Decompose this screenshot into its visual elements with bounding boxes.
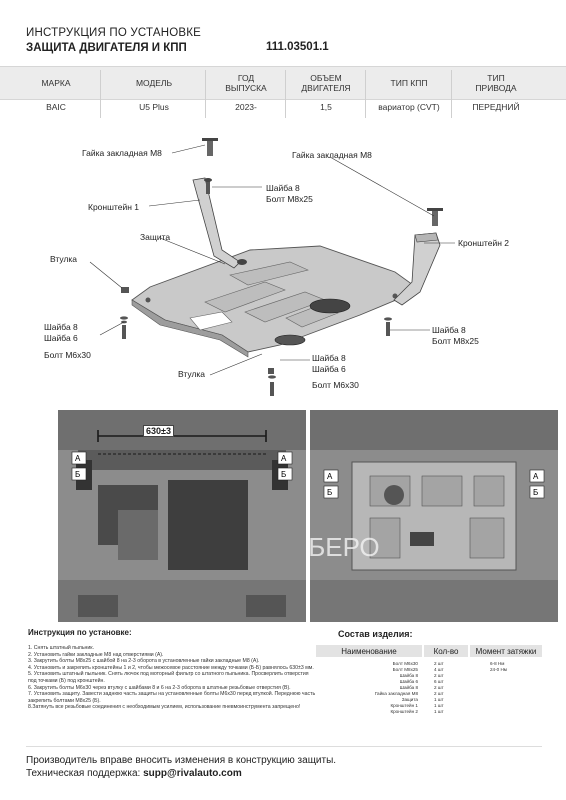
composition-name: Гайка закладная М8 [374,691,418,696]
dimension-label: 630±3 [143,425,174,437]
support-label: Техническая поддержка: [26,768,144,779]
label-washer8-left: Шайба 8 [44,322,78,332]
table-divider [285,70,286,118]
table-divider [205,70,206,118]
composition-qty: 1 шт [434,709,444,714]
instruction-step: 6. Закрутить болты М6х30 через втулку с … [28,684,291,691]
label-bushing-left: Втулка [50,254,77,264]
spec-value-gearbox: вариатор (CVT) [378,102,440,112]
composition-name: Болт М8х25 [392,667,418,672]
instruction-step: 2. Установить гайки закладные М8 над отв… [28,651,164,658]
bracket-2 [393,232,441,306]
composition-header-name: Наименование [316,645,422,657]
label-washer6-left: Шайба 6 [44,333,78,343]
instruction-step: 8.Затянуть все резьбовые соединения с не… [28,704,301,711]
photo-illustration-right: А Б А Б ОБЕРО [310,410,558,622]
label-bracket-2: Кронштейн 2 [458,238,509,248]
instruction-step: 1. Снять штатный пыльник. [28,645,95,651]
label-bolt-m8x25-top: Болт М8х25 [266,194,313,204]
guard-plate [131,245,421,358]
watermark-text: ОБЕРО [310,532,380,562]
label-bracket-1: Кронштейн 1 [88,202,139,212]
spec-value-model: U5 Plus [139,102,169,112]
support-email-link[interactable]: supp@rivalauto.com [143,768,242,779]
composition-torque: 24-0 Нм [490,667,507,672]
composition-qty: 1 шт [434,697,444,702]
composition-name: Болт М6х30 [392,661,418,666]
label-nut-right: Гайка закладная М8 [292,150,372,160]
fastener-parts [120,138,443,396]
label-bolt-m6x30-left: Болт М6х30 [44,350,91,360]
photo-underbody-before: А Б А Б [58,410,306,622]
label-bolt-m6x30-bottom: Болт М6х30 [312,380,359,390]
footer-divider [26,746,542,747]
instructions-list: 1. Снять штатный пыльник. 2. Установить … [28,645,318,711]
spec-head-gearbox: ТИП КПП [390,78,428,88]
spec-value-year: 2023- [235,102,257,112]
marker-a-right-top: А [281,454,287,463]
composition-torque: 6-8 Нм [490,661,505,666]
spec-value-drive: ПЕРЕДНИЙ [472,102,520,112]
footer-disclaimer: Производитель вправе вносить изменения в… [26,755,337,766]
composition-header-qty: Кол-во [424,645,468,657]
photo-underbody-after: А Б А Б ОБЕРО [310,410,558,622]
composition-qty: 2 шт [434,685,444,690]
label-washer8-bottom: Шайба 8 [312,353,346,363]
title-instruction: ИНСТРУКЦИЯ ПО УСТАНОВКЕ [26,27,202,39]
photo-illustration-left: А Б А Б [58,410,306,622]
composition-qty: 4 шт [434,667,444,672]
composition-name: Шайба 6 [399,679,418,684]
composition-title: Состав изделия: [338,629,413,639]
marker-b-right-right: Б [533,488,538,497]
composition-qty: 2 шт [434,673,444,678]
document-header: ИНСТРУКЦИЯ ПО УСТАНОВКЕ ЗАЩИТА ДВИГАТЕЛЯ… [26,26,201,56]
composition-name: Защита [401,697,418,702]
label-nut-left: Гайка закладная М8 [82,148,162,158]
label-washer6-bottom: Шайба 6 [312,364,346,374]
marker-b-left-top: Б [75,470,80,479]
label-washer8-right: Шайба 8 [432,325,466,335]
composition-qty: 6 шт [434,679,444,684]
instructions-title: Инструкция по установке: [28,628,132,637]
instruction-step: 7. Установить защиту. Завести заднюю час… [28,691,317,704]
article-number: 111.03501.1 [266,41,329,53]
label-washer8-top: Шайба 8 [266,183,300,193]
composition-qty: 1 шт [434,703,444,708]
instruction-step: 3. Закрутить болты М8х25 с шайбой 8 на 2… [28,658,260,665]
marker-a-left-right: А [327,472,333,481]
marker-b-right-top: Б [281,470,286,479]
footer: Производитель вправе вносить изменения в… [26,754,336,780]
spec-value-engine: 1,5 [320,102,332,112]
marker-a-left-top: А [75,454,81,463]
label-bolt-m8x25-right: Болт М8х25 [432,336,479,346]
composition-qty: 2 шт [434,661,444,666]
leader-lines [89,144,455,376]
label-bushing-bottom: Втулка [178,369,205,379]
table-divider [451,70,452,118]
marker-b-left-right: Б [327,488,332,497]
label-guard: Защита [140,232,170,242]
exploded-assembly-diagram: Гайка закладная М8 Гайка закладная М8 Ша… [44,138,509,396]
bracket-1 [192,177,247,269]
spec-head-make: МАРКА [41,78,71,88]
composition-name: Шайба 8 [399,673,418,678]
instruction-step: 4. Установить и закрепить кронштейны 1 и… [28,664,314,671]
marker-a-right-right: А [533,472,539,481]
instruction-step: 5. Установить штатный пыльник. Снять люч… [28,671,311,684]
composition-name: Кронштейн 1 [390,703,418,708]
composition-qty: 2 шт [434,691,444,696]
composition-header-torque: Момент затяжки [470,645,542,657]
table-divider [365,70,366,118]
footer-support: Техническая поддержка: supp@rivalauto.co… [26,767,336,780]
composition-name: Шайба 8 [399,685,418,690]
title-product: ЗАЩИТА ДВИГАТЕЛЯ И КПП [26,42,187,54]
table-divider [100,70,101,118]
spec-head-model: МОДЕЛЬ [135,78,173,88]
composition-name: Кронштейн 2 [390,709,418,714]
spec-value-make: BAIC [46,102,66,112]
